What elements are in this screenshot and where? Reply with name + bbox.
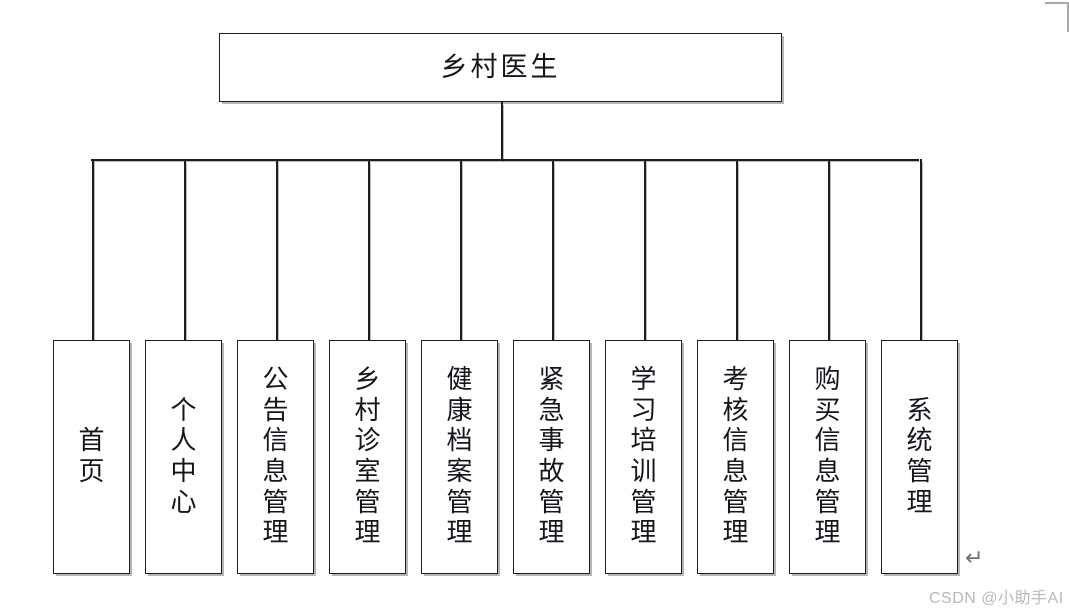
page-margin-corner-guide	[1045, 2, 1069, 32]
connector-root-stem	[501, 102, 504, 162]
paragraph-return-icon: ↵	[965, 546, 984, 571]
leaf-node-10: 系统管理	[881, 340, 958, 574]
leaf-node-label: 首页	[78, 426, 105, 486]
connector-drop-10	[920, 159, 923, 343]
leaf-node-label: 公告信息管理	[262, 364, 289, 548]
leaf-node-3: 公告信息管理	[237, 340, 314, 574]
watermark-label: CSDN @小助手AI	[929, 590, 1064, 607]
leaf-node-label: 购买信息管理	[814, 364, 841, 548]
connector-drop-6	[552, 159, 555, 343]
connector-drop-4	[368, 159, 371, 343]
connector-drop-9	[828, 159, 831, 343]
connector-drop-8	[736, 159, 739, 343]
leaf-node-9: 购买信息管理	[789, 340, 866, 574]
leaf-node-label: 系统管理	[906, 395, 933, 517]
connector-drop-1	[92, 159, 95, 343]
leaf-node-7: 学习培训管理	[605, 340, 682, 574]
leaf-node-4: 乡村诊室管理	[329, 340, 406, 574]
root-node-label: 乡村医生	[440, 51, 561, 82]
connector-drop-3	[276, 159, 279, 343]
leaf-node-1: 首页	[53, 340, 130, 574]
leaf-node-label: 紧急事故管理	[538, 364, 565, 548]
connector-horizontal-bus	[91, 159, 922, 162]
leaf-node-label: 学习培训管理	[630, 364, 657, 548]
leaf-node-label: 乡村诊室管理	[354, 364, 381, 548]
leaf-node-label: 健康档案管理	[446, 364, 473, 548]
connector-drop-7	[644, 159, 647, 343]
leaf-node-5: 健康档案管理	[421, 340, 498, 574]
leaf-node-8: 考核信息管理	[697, 340, 774, 574]
root-node-village-doctor: 乡村医生	[219, 33, 782, 102]
leaf-node-6: 紧急事故管理	[513, 340, 590, 574]
leaf-node-label: 个人中心	[170, 395, 197, 517]
connector-drop-5	[460, 159, 463, 343]
leaf-node-label: 考核信息管理	[722, 364, 749, 548]
connector-drop-2	[184, 159, 187, 343]
leaf-node-2: 个人中心	[145, 340, 222, 574]
